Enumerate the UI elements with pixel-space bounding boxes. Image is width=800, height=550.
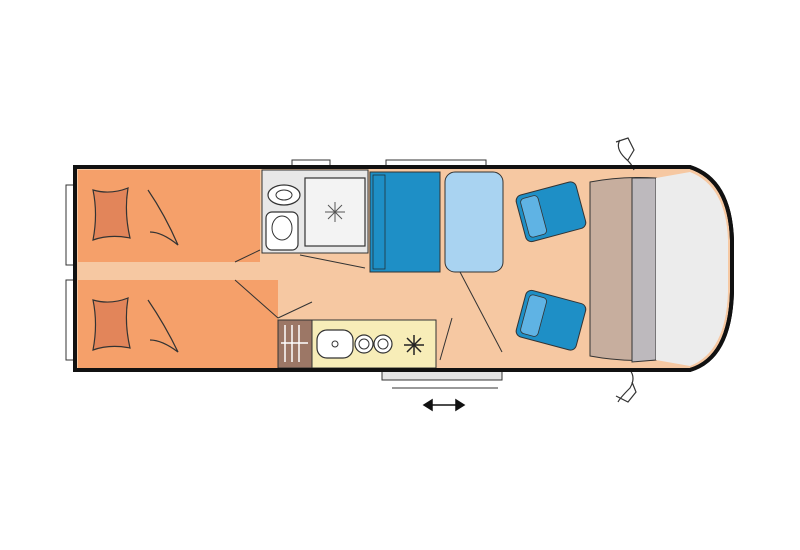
pillow-icon: [92, 297, 131, 351]
cab-front: [656, 172, 728, 366]
door-slide-arrow-icon: [422, 398, 466, 412]
mirror-right: [615, 369, 637, 403]
pillow-icon: [92, 187, 131, 241]
washroom-door-swing: [299, 254, 366, 269]
kitchen-door-swing: [277, 301, 453, 361]
kitchen-shelf-lines: [281, 325, 308, 362]
stove-icon: [354, 334, 393, 354]
dinette-bench-back: [372, 174, 386, 270]
vehicle-outline: [73, 165, 734, 372]
cab-seat-passenger: [515, 289, 587, 351]
toilet-icon: [265, 211, 299, 251]
bed-edge-diagonal: [234, 249, 279, 319]
blanket-fold: [147, 189, 179, 353]
sink-icon: [267, 184, 301, 206]
partition-line: [459, 271, 503, 353]
cab-seat-driver: [515, 181, 587, 243]
dinette-table: [444, 171, 504, 273]
freezer-icon: [404, 335, 424, 355]
kitchen-shelf: [277, 319, 313, 369]
cab-panel: [631, 177, 657, 363]
shower-icon: [304, 177, 366, 247]
sink-icon: [316, 329, 354, 359]
